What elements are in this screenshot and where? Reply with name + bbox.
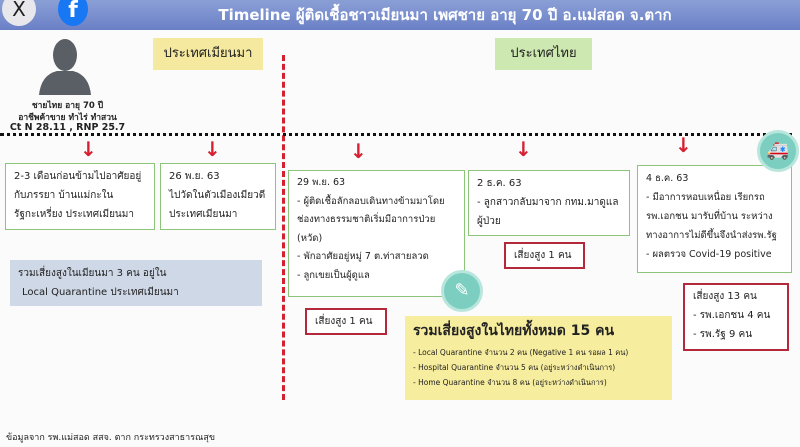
arrow-down-icon: ↓ [675,133,692,157]
event-text: - มีอาการหอบเหนื่อย เรียกรถ [646,192,765,203]
event-text: ประเทศเมียนมา [169,209,238,220]
summary-item: - Home Quarantine จำนวน 8 คน (อยู่ระหว่า… [413,378,607,387]
event-card: 2 ธ.ค. 63 - ลูกสาวกลับมาจาก กทม.มาดูแลผู้… [468,170,630,236]
event-text: ไปวัดในตัวเมืองเมียวดี [169,190,266,201]
border-divider [282,55,285,400]
event-text: ผู้ป่วย [477,216,501,227]
person-avatar-icon [39,39,91,95]
summary-title: รวมเสี่ยงสูงในไทยทั้งหมด 15 คน [413,323,615,339]
arrow-down-icon: ↓ [204,137,221,161]
event-text: รพ.เอกชน มารับที่บ้าน ระหว่าง [646,211,773,222]
timeline-axis [0,133,792,136]
event-text: - ลูกสาวกลับมาจาก กทม.มาดูแล [477,197,619,208]
risk-text: - รพ.รัฐ 9 คน [693,329,753,340]
event-text: รัฐกะเหรี่ยง ประเทศเมียนมา [14,209,134,220]
event-text: กับภรรยา บ้านแม่กะใน [14,190,114,201]
summary-text: รวมเสี่ยงสูงในเมียนมา 3 คน อยู่ใน [18,268,167,279]
page-title: Timeline ผู้ติดเชื้อชาวเมียนมา เพศชาย อา… [0,0,800,30]
patient-info-line: อาชีพค้าขาย ทำไร่ ทำสวน [18,113,117,123]
patient-info-line: ชายไทย อายุ 70 ปี [31,101,104,111]
event-date: 26 พ.ย. 63 [169,171,220,182]
event-text: - ผู้ติดเชื้อลักลอบเดินทางข้ามมาโดย [297,195,445,207]
event-date: 2 ธ.ค. 63 [477,178,522,189]
event-card: 29 พ.ย. 63 - ผู้ติดเชื้อลักลอบเดินทางข้าม… [288,170,465,297]
event-text: ช่องทางธรรมชาติเริ่มมีอาการป่วย [297,214,436,225]
risk-text: - รพ.เอกชน 4 คน [693,310,771,321]
patient-ct-value: Ct N 28.11 , RNP 25.7 [9,122,126,133]
region-label-myanmar: ประเทศเมียนมา [153,38,263,70]
risk-text: เสี่ยงสูง 13 คน [693,291,757,302]
risk-count-badge: เสี่ยงสูง 1 คน [305,308,387,335]
event-date: 4 ธ.ค. 63 [646,173,689,184]
close-button[interactable]: X [2,0,36,26]
arrow-down-icon: ↓ [350,139,367,163]
risk-count-badge: เสี่ยงสูง 1 คน [504,242,585,269]
source-footer: ข้อมูลจาก รพ.แม่สอด สสจ. ตาก กระทรวงสาธา… [6,433,216,443]
event-text: 2-3 เดือนก่อนข้ามไปอาศัยอยู่ [14,171,142,182]
myanmar-summary: รวมเสี่ยงสูงในเมียนมา 3 คน อยู่ใน Local Q… [10,260,262,306]
arrow-down-icon: ↓ [80,137,97,161]
ambulance-icon: 🚑 [757,130,799,172]
event-text: - ลูกเขยเป็นผู้ดูแล [297,269,370,281]
event-date: 29 พ.ย. 63 [297,177,346,188]
summary-item: - Hospital Quarantine จำนวน 5 คน (อยู่ระ… [413,363,616,372]
event-text: - ผลตรวจ Covid-19 positive [646,249,772,260]
thailand-summary: รวมเสี่ยงสูงในไทยทั้งหมด 15 คน - Local Q… [405,316,672,400]
summary-text: Local Quarantine ประเทศเมียนมา [22,287,179,298]
facebook-icon[interactable]: f [58,0,88,26]
summary-item: - Local Quarantine จำนวน 2 คน (Negative … [413,348,629,357]
arrow-down-icon: ↓ [515,137,532,161]
swab-test-icon: ✎ [441,270,483,312]
event-text: (หวัด) [297,232,323,244]
event-text: ทางอาการไม่ดีขึ้นจึงนำส่งรพ.รัฐ [646,230,777,241]
event-card: 4 ธ.ค. 63 - มีอาการหอบเหนื่อย เรียกรถรพ.เ… [637,165,792,273]
region-label-thailand: ประเทศไทย [495,38,592,70]
event-card: 26 พ.ย. 63 ไปวัดในตัวเมืองเมียวดีประเทศเม… [160,163,276,230]
event-card: 2-3 เดือนก่อนข้ามไปอาศัยอยู่กับภรรยา บ้า… [5,163,155,230]
event-text: - พักอาศัยอยู่หมู่ 7 ต.ท่าสายลวด [297,251,429,262]
risk-count-badge: เสี่ยงสูง 13 คน - รพ.เอกชน 4 คน - รพ.รัฐ 9… [683,283,789,351]
